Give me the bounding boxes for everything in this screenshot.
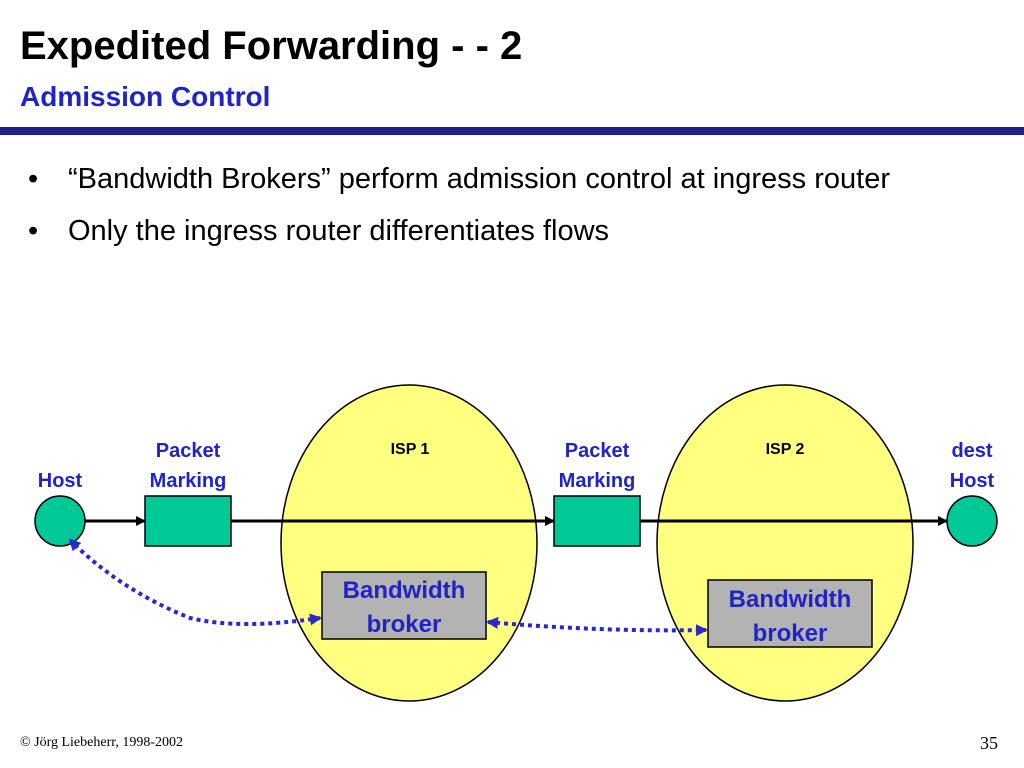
packet-marking-box-2 <box>553 495 641 547</box>
bandwidth-broker-1-line1: Bandwidth <box>343 577 466 604</box>
packet-marking-box-1 <box>144 495 232 547</box>
bandwidth-broker-1 <box>321 571 487 640</box>
isp2-label: ISP 2 <box>766 441 805 458</box>
broker-host-signaling-arrow <box>68 538 322 626</box>
title-divider <box>0 127 1024 135</box>
bullet-dot: • <box>28 163 39 195</box>
broker-broker-signaling-arrow <box>486 616 708 637</box>
bullet-text: Only the ingress router differentiates f… <box>68 215 610 247</box>
packet-marking-2-line2: Marking <box>559 470 636 492</box>
packet-marking-2-line1: Packet <box>565 440 630 462</box>
bullet-item: • Only the ingress router differentiates … <box>22 212 982 250</box>
bullet-item: • “Bandwidth Brokers” perform admission c… <box>22 160 982 198</box>
dest-host-label-line1: dest <box>951 440 992 462</box>
dest-host-label-line2: Host <box>950 470 995 492</box>
bullet-text: “Bandwidth Brokers” perform admission co… <box>68 163 890 195</box>
footer-copyright: © Jörg Liebeherr, 1998-2002 <box>20 735 184 750</box>
isp1-domain <box>280 384 538 702</box>
bandwidth-broker-1-line2: broker <box>367 611 442 638</box>
source-host-node <box>34 495 86 547</box>
page-number: 35 <box>980 733 998 753</box>
bandwidth-broker-2-line2: broker <box>753 620 828 647</box>
isp1-label: ISP 1 <box>391 441 430 458</box>
slide-title: Expedited Forwarding - - 2 <box>20 24 523 68</box>
bandwidth-broker-2-line1: Bandwidth <box>729 586 852 613</box>
slide-subtitle: Admission Control <box>20 81 271 112</box>
bullet-list: • “Bandwidth Brokers” perform admission c… <box>22 160 982 264</box>
bullet-dot: • <box>28 215 39 247</box>
isp2-domain <box>656 384 914 702</box>
host-label: Host <box>38 470 83 492</box>
packet-marking-1-line1: Packet <box>156 440 221 462</box>
bandwidth-broker-2 <box>707 579 873 648</box>
packet-marking-1-line2: Marking <box>150 470 227 492</box>
dest-host-node <box>946 495 998 547</box>
